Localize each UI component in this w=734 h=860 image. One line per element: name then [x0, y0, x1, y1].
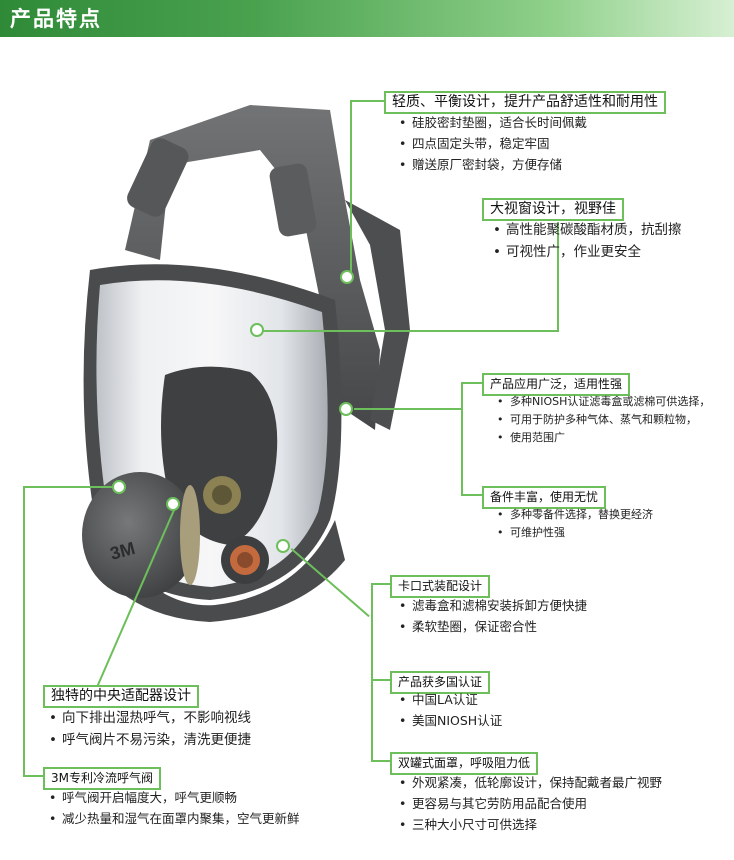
list-item: 减少热量和湿气在面罩内聚集，空气更新鲜 — [48, 808, 300, 829]
list-item: 呼气阀开启幅度大，呼气更顺畅 — [48, 787, 300, 808]
list-item: 更容易与其它劳防用品配合使用 — [398, 793, 662, 814]
list-item: 滤毒盒和滤棉安装拆卸方便快捷 — [398, 595, 587, 616]
feature-list-twin-cartridge: 外观紧凑，低轮廓设计，保持配戴者最广视野 更容易与其它劳防用品配合使用 三种大小… — [398, 772, 662, 835]
feature-list-cool-flow-valve: 呼气阀开启幅度大，呼气更顺畅 减少热量和湿气在面罩内聚集，空气更新鲜 — [48, 787, 300, 829]
feature-title-spare-parts: 备件丰富，使用无忧 — [482, 486, 607, 509]
callout-dot — [276, 539, 290, 553]
list-item: 可维护性强 — [496, 524, 653, 542]
feature-list-bayonet: 滤毒盒和滤棉安装拆卸方便快捷 柔软垫圈，保证密合性 — [398, 595, 587, 637]
list-item: 中国LA认证 — [398, 689, 502, 710]
list-item: 赠送原厂密封袋，方便存储 — [398, 154, 587, 175]
feature-list-wide-application: 多种NIOSH认证滤毒盒或滤棉可供选择， 可用于防护多种气体、蒸气和颗粒物， 使… — [496, 393, 710, 447]
list-item: 柔软垫圈，保证密合性 — [398, 616, 587, 637]
list-item: 硅胶密封垫圈，适合长时间佩戴 — [398, 112, 587, 133]
feature-list-wide-view: 高性能聚碳酸酯材质，抗刮擦 可视性广，作业更安全 — [492, 219, 682, 263]
callout-dot — [112, 480, 126, 494]
feature-title-bayonet: 卡口式装配设计 — [390, 575, 491, 598]
list-item: 外观紧凑，低轮廓设计，保持配戴者最广视野 — [398, 772, 662, 793]
feature-title-lightweight: 轻质、平衡设计，提升产品舒适性和耐用性 — [384, 91, 666, 114]
callout-dot — [339, 402, 353, 416]
section-header: 产品特点 — [0, 0, 734, 37]
list-item: 呼气阀片不易污染，清洗更便捷 — [48, 729, 251, 751]
list-item: 美国NIOSH认证 — [398, 710, 502, 731]
feature-list-lightweight: 硅胶密封垫圈，适合长时间佩戴 四点固定头带，稳定牢固 赠送原厂密封袋，方便存储 — [398, 112, 587, 175]
feature-title-cool-flow-valve: 3M专利冷流呼气阀 — [43, 767, 161, 790]
list-item: 高性能聚碳酸酯材质，抗刮擦 — [492, 219, 682, 241]
feature-title-central-adapter: 独特的中央适配器设计 — [43, 685, 199, 708]
callout-dot — [250, 323, 264, 337]
list-item: 向下排出湿热呼气，不影响视线 — [48, 707, 251, 729]
feature-list-certification: 中国LA认证 美国NIOSH认证 — [398, 689, 502, 731]
list-item: 多种NIOSH认证滤毒盒或滤棉可供选择， — [496, 393, 710, 411]
list-item: 四点固定头带，稳定牢固 — [398, 133, 587, 154]
list-item: 三种大小尺寸可供选择 — [398, 814, 662, 835]
feature-title-wide-view: 大视窗设计，视野佳 — [482, 198, 624, 221]
list-item: 可用于防护多种气体、蒸气和颗粒物， — [496, 411, 710, 429]
list-item: 使用范围广 — [496, 429, 710, 447]
feature-list-central-adapter: 向下排出湿热呼气，不影响视线 呼气阀片不易污染，清洗更便捷 — [48, 707, 251, 751]
list-item: 多种零备件选择，替换更经济 — [496, 506, 653, 524]
list-item: 可视性广，作业更安全 — [492, 241, 682, 263]
feature-list-spare-parts: 多种零备件选择，替换更经济 可维护性强 — [496, 506, 653, 542]
section-title: 产品特点 — [10, 7, 102, 31]
callout-dot — [166, 497, 180, 511]
callout-dot — [340, 270, 354, 284]
